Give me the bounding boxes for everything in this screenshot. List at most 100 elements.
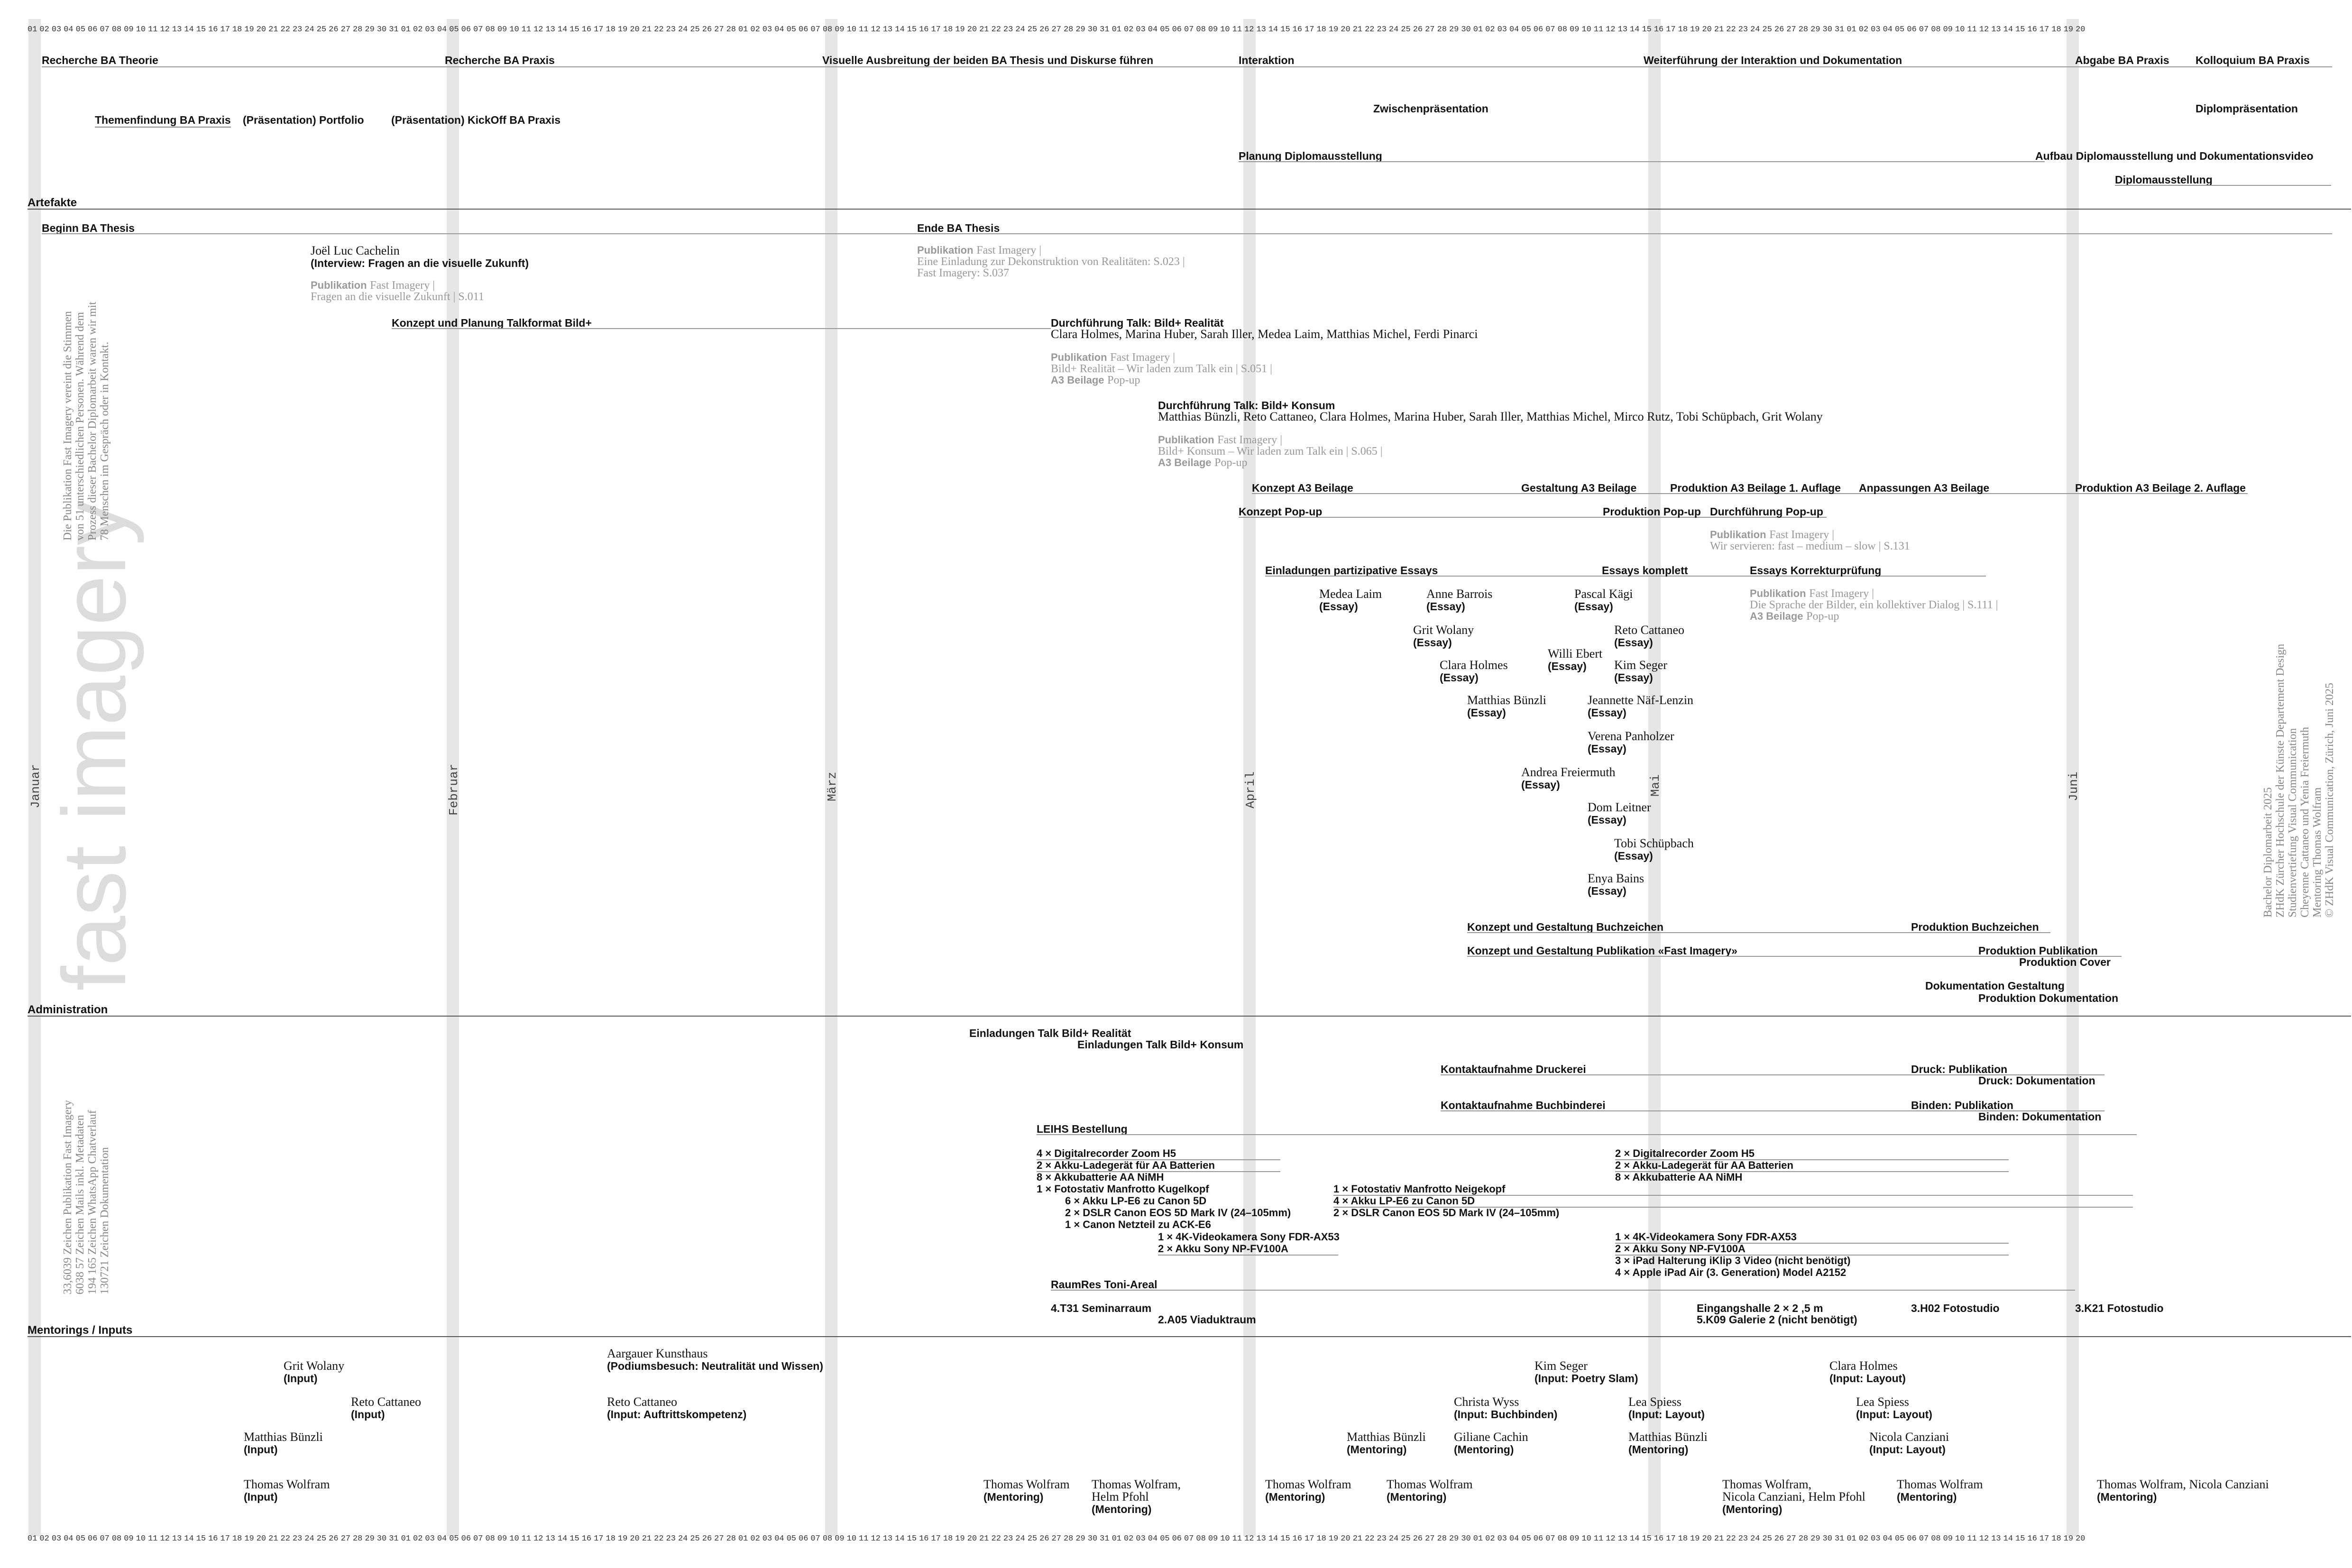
equip-line (1615, 1171, 2009, 1172)
day-number: 30 (377, 1534, 387, 1543)
equipment-item: 4 × Akku LP-E6 zu Canon 5D (1333, 1195, 1475, 1207)
mentor-name: Christa Wyss (1454, 1395, 1519, 1409)
day-number: 28 (1063, 25, 1074, 34)
day-number: 20 (256, 1534, 266, 1543)
day-number: 08 (822, 25, 833, 34)
section-line-administration (28, 1016, 2351, 1017)
day-number: 27 (1051, 25, 1061, 34)
mentoring-entry: Thomas Wolfram,Helm Pfohl(Mentoring) (1092, 1478, 1181, 1516)
equipment-item: 8 × Akkubatterie AA NiMH (1037, 1171, 1164, 1183)
author-name: Willi Ebert (1548, 647, 1603, 660)
day-number: 04 (1509, 1534, 1519, 1543)
day-number: 18 (232, 25, 242, 34)
day-number: 05 (1160, 25, 1170, 34)
author-name: Dom Leitner (1588, 800, 1651, 814)
day-number: 29 (365, 25, 375, 34)
day-number: 03 (425, 25, 435, 34)
day-number: 02 (1123, 1534, 1134, 1543)
day-number: 16 (919, 25, 929, 34)
day-number: 02 (750, 25, 760, 34)
mentor-name: Matthias Bünzli (1347, 1430, 1426, 1444)
publikation-line (1467, 956, 2122, 957)
day-number: 23 (1377, 1534, 1387, 1543)
section-line-mentorings (28, 1336, 2351, 1337)
essay-author: Clara Holmes(Essay) (1440, 659, 1508, 684)
day-number: 09 (1570, 1534, 1580, 1543)
day-number: 18 (2051, 1534, 2061, 1543)
equipment-item: 1 × Fotostativ Manfrotto Kugelkopf (1037, 1183, 1209, 1195)
day-number: 06 (88, 1534, 98, 1543)
equip-line (1158, 1255, 1338, 1256)
mentoring-entry: Thomas Wolfram(Mentoring) (1387, 1478, 1473, 1504)
day-number: 24 (304, 25, 314, 34)
day-number: 22 (1365, 1534, 1375, 1543)
diplomausstellung: Diplomausstellung (2115, 174, 2213, 186)
day-number: 14 (557, 1534, 568, 1543)
day-number: 07 (1545, 25, 1555, 34)
mentor-role: (Input: Layout) (1869, 1443, 1946, 1456)
dokumentation-gestaltung: Dokumentation Gestaltung (1925, 980, 2065, 992)
anpassungen-a3: Anpassungen A3 Beilage (1859, 482, 1990, 494)
side-stat-line: 194 165 Zeichen WhatsApp Chatverlauf (86, 1110, 99, 1294)
day-number: 03 (1871, 1534, 1881, 1543)
day-number: 13 (882, 25, 893, 34)
day-number: 16 (1654, 1534, 1664, 1543)
day-number: 06 (461, 1534, 471, 1543)
beginn-ba-thesis: Beginn BA Thesis (42, 222, 135, 234)
essay-tag: (Essay) (1319, 600, 1358, 613)
credit-line: Mentoring Thomas Wolfram (2311, 787, 2324, 917)
side-stat-line: 6038 57 Zeichen Mails inkl. Metadaten (74, 1115, 86, 1294)
author-name: Jeannette Näf-Lenzin (1588, 693, 1694, 707)
day-number: 10 (1955, 25, 1965, 34)
day-number: 17 (594, 25, 604, 34)
day-number: 01 (1473, 25, 1483, 34)
pub-line: Wir servieren: fast – medium – slow | S.… (1710, 540, 1910, 552)
a3-pop: Pop-up (1806, 610, 1839, 623)
milestone-praesentation-portfolio: (Präsentation) Portfolio (243, 114, 364, 126)
mentor-name: Thomas Wolfram (1897, 1477, 1983, 1491)
author-name: Medea Laim (1319, 587, 1382, 601)
day-number: 06 (1172, 1534, 1182, 1543)
mentor-role: (Input: Buchbinden) (1454, 1408, 1558, 1421)
day-number: 08 (822, 1534, 833, 1543)
essay-tag: (Essay) (1588, 814, 1626, 826)
day-number: 14 (1268, 25, 1278, 34)
day-number: 22 (1726, 25, 1736, 34)
equipment-item: 1 × Canon Netzteil zu ACK-E6 (1065, 1219, 1211, 1230)
day-number: 02 (1485, 1534, 1495, 1543)
day-number: 14 (1630, 25, 1640, 34)
day-number: 29 (1075, 25, 1085, 34)
day-number: 11 (521, 25, 532, 34)
pub-label: Publikation (311, 279, 367, 291)
day-number: 18 (1316, 25, 1326, 34)
day-number: 12 (1606, 1534, 1616, 1543)
essay-tag: (Essay) (1440, 671, 1479, 684)
day-number: 04 (1883, 1534, 1893, 1543)
day-number: 09 (1208, 25, 1218, 34)
room-fotostudio-k21: 3.K21 Fotostudio (2075, 1302, 2164, 1314)
day-number: 29 (1075, 1534, 1085, 1543)
mentor-role: (Input: Poetry Slam) (1534, 1372, 1638, 1385)
month-stripe-februar (447, 19, 459, 1536)
talk2-title: Durchführung Talk: Bild+ Konsum (1158, 399, 1335, 412)
day-number: 21 (979, 25, 989, 34)
month-stripe-januar (28, 19, 41, 1536)
day-number: 12 (1244, 25, 1254, 34)
produktion-publikation: Produktion Publikation (1978, 944, 2098, 957)
mentor-role: (Input: Layout) (1829, 1372, 1906, 1385)
day-number: 04 (774, 1534, 784, 1543)
day-number: 04 (1883, 25, 1893, 34)
day-number: 10 (1220, 25, 1230, 34)
day-number: 26 (702, 25, 712, 34)
essay-author: Grit Wolany(Essay) (1413, 624, 1474, 649)
equipment-item: 2 × Akku-Ladegerät für AA Batterien (1615, 1159, 1793, 1171)
day-number: 20 (1702, 25, 1712, 34)
day-number: 23 (1738, 25, 1748, 34)
day-number: 19 (1328, 1534, 1339, 1543)
day-number: 16 (1654, 25, 1664, 34)
day-number: 08 (1196, 1534, 1206, 1543)
day-number: 06 (1907, 25, 1917, 34)
a3-label: A3 Beilage (1158, 457, 1212, 468)
day-number: 18 (606, 1534, 616, 1543)
day-number: 14 (184, 1534, 194, 1543)
